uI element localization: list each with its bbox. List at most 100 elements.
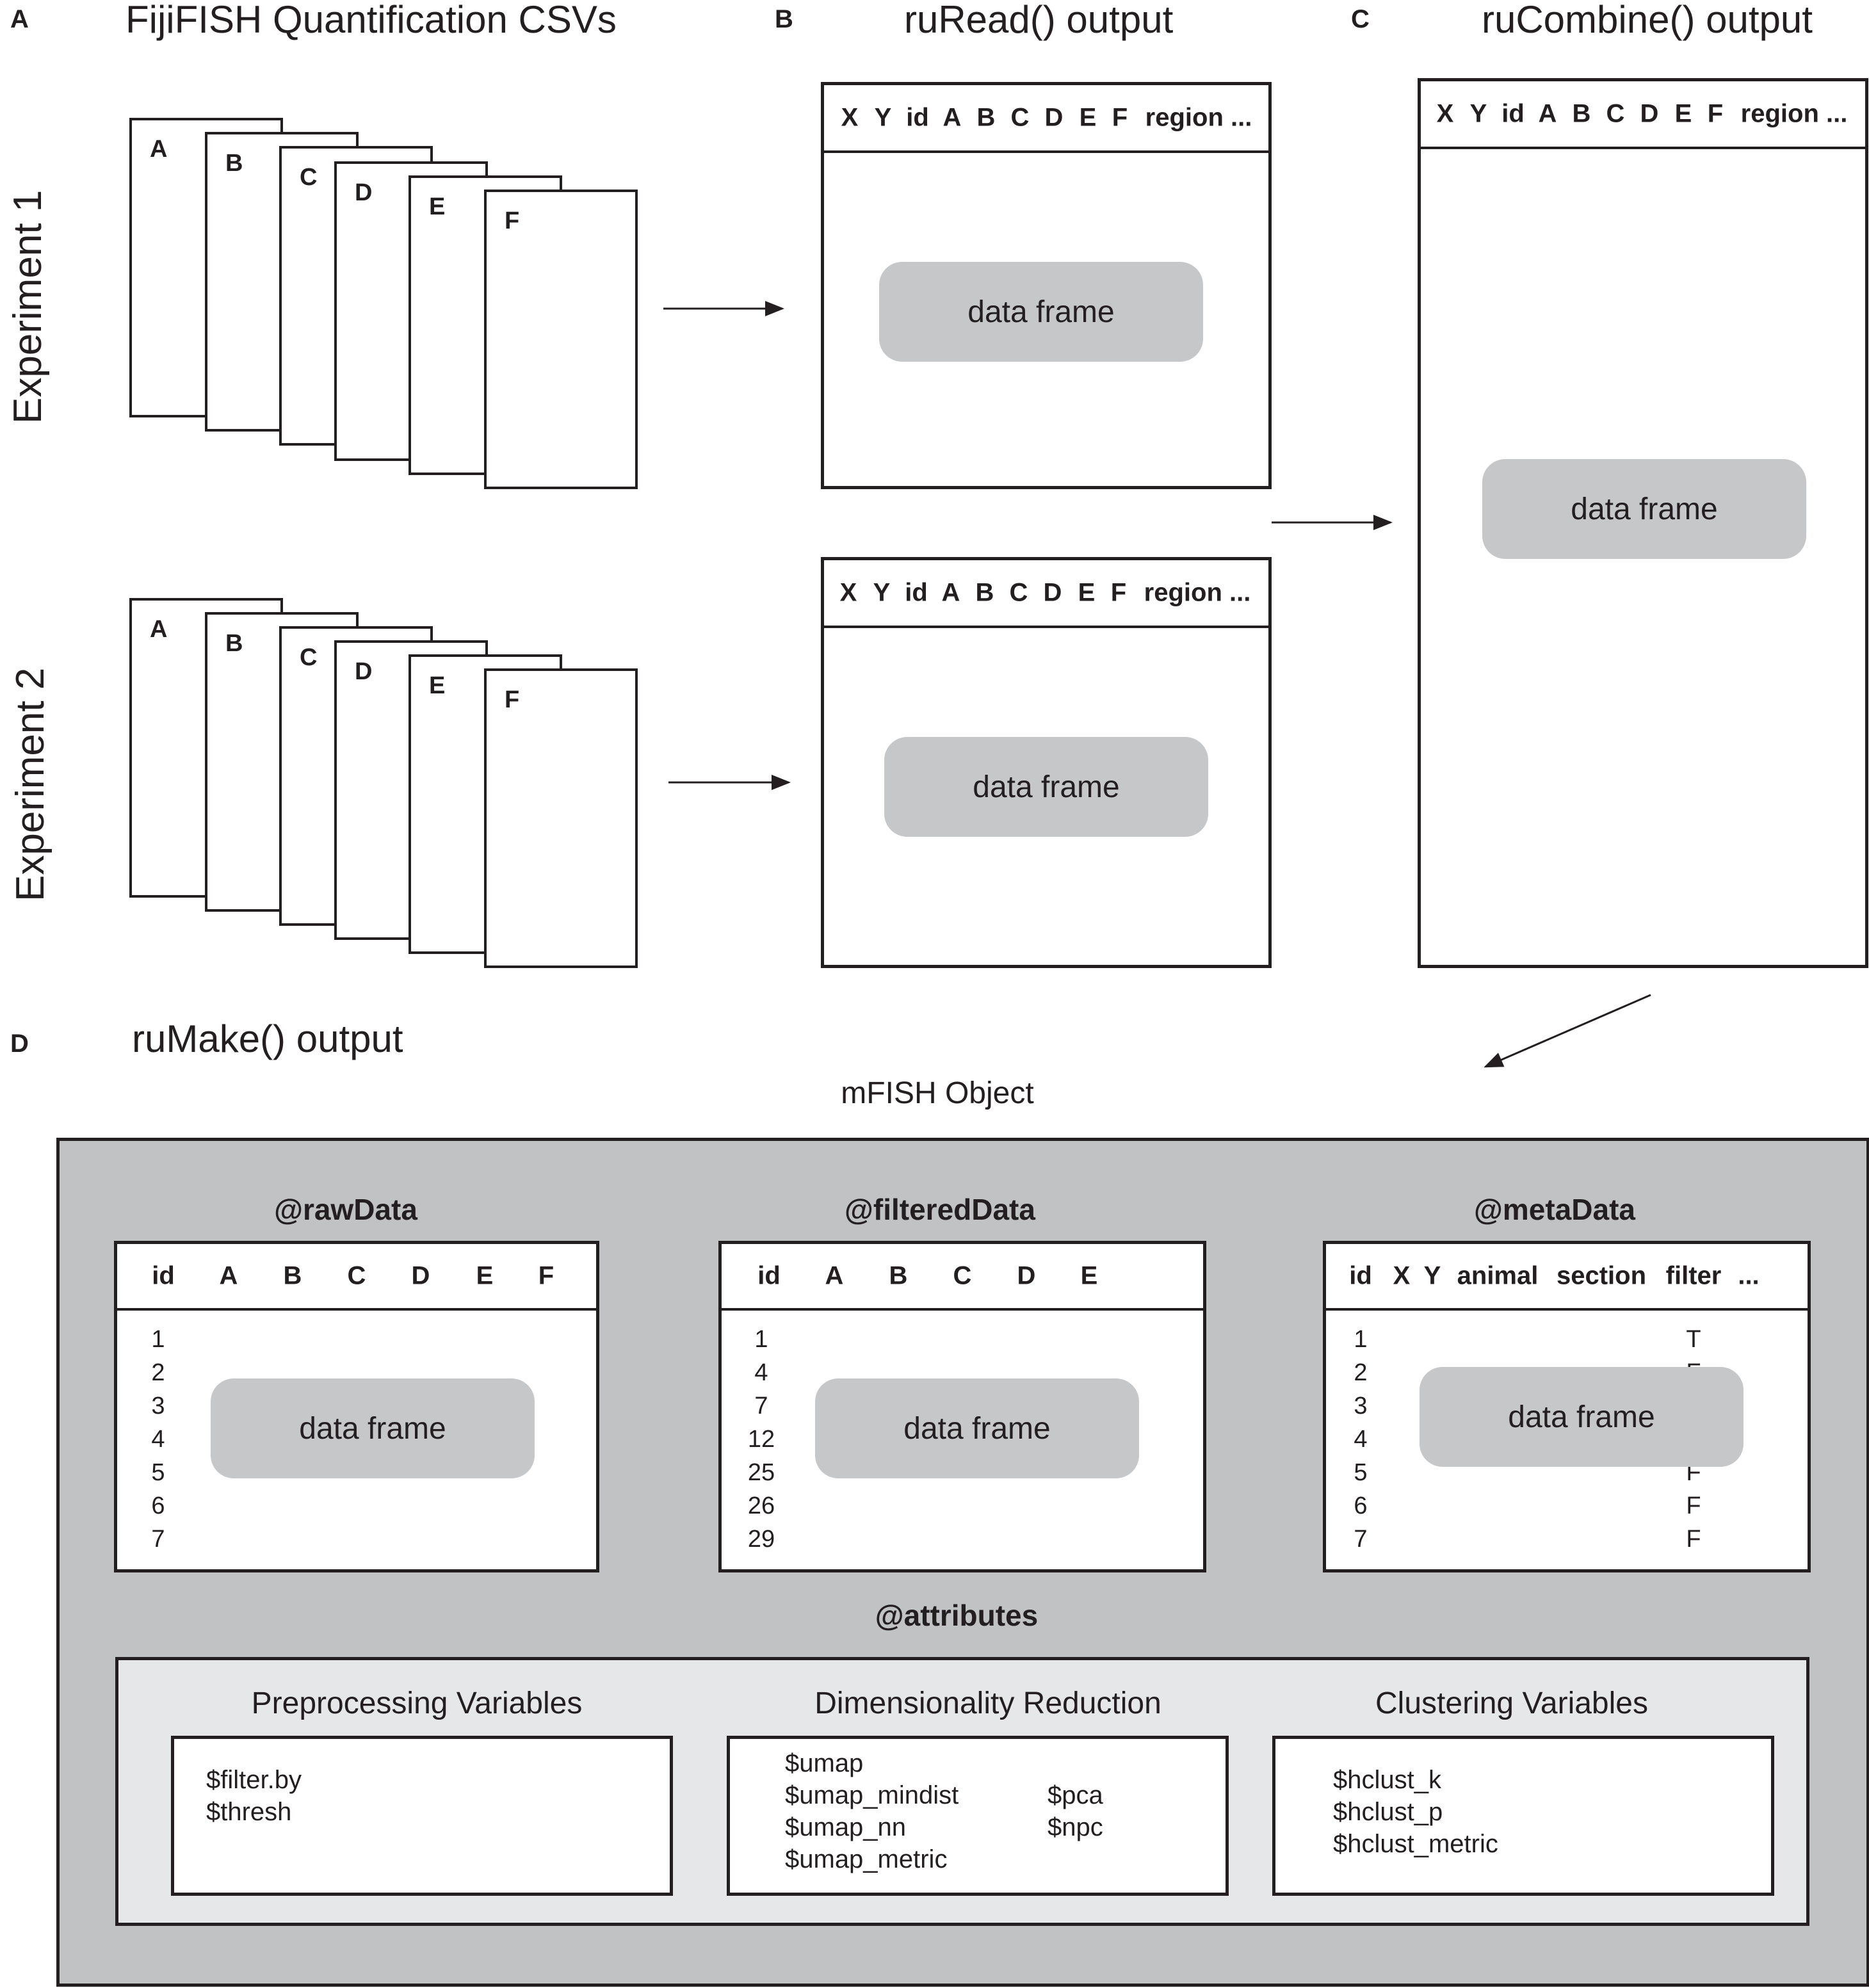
column-header: C xyxy=(1009,578,1028,607)
row-id: 7 xyxy=(151,1526,165,1553)
row-id: 12 xyxy=(747,1426,775,1453)
column-header: F xyxy=(538,1261,554,1290)
preprocessing-box: $filter.by $thresh xyxy=(171,1736,673,1896)
column-header: id xyxy=(757,1261,781,1290)
variable-name: $umap xyxy=(785,1749,864,1777)
csv-card-label: B xyxy=(225,630,243,657)
csv-card-label: E xyxy=(429,193,446,220)
row-id: 5 xyxy=(151,1459,165,1486)
csv-card-label: F xyxy=(505,686,520,713)
row-id: 2 xyxy=(151,1359,165,1386)
clustering-title: Clustering Variables xyxy=(1375,1686,1648,1720)
data-frame-pill: data frame xyxy=(211,1378,535,1478)
rawdata-title: @rawData xyxy=(274,1193,417,1226)
column-header: D xyxy=(1640,99,1659,128)
variable-name: $filter.by xyxy=(206,1766,302,1794)
row-id: 7 xyxy=(1354,1526,1368,1553)
column-header: region ... xyxy=(1145,103,1252,132)
column-header: region ... xyxy=(1740,99,1848,128)
column-header: A xyxy=(219,1261,238,1290)
attributes-panel: Preprocessing Variables Dimensionality R… xyxy=(115,1657,1809,1926)
variable-name: $thresh xyxy=(206,1798,292,1826)
column-header: id xyxy=(152,1261,175,1290)
panel-c-title: ruCombine() output xyxy=(1482,0,1813,41)
csv-card-label: C xyxy=(300,644,318,671)
metadata-title: @metaData xyxy=(1474,1193,1635,1226)
row-id: 26 xyxy=(747,1492,775,1519)
metadata-header: id X Y animal section filter ... xyxy=(1326,1244,1808,1311)
rawdata-header: id A B C D E F xyxy=(117,1244,596,1311)
row-id: 1 xyxy=(1354,1326,1368,1353)
panel-d-title: ruMake() output xyxy=(132,1017,403,1060)
column-header: B xyxy=(1572,99,1591,128)
filter-value: F xyxy=(1686,1492,1701,1519)
variable-name: $umap_mindist xyxy=(785,1781,959,1809)
column-header: D xyxy=(411,1261,430,1290)
ruread-table-2-header: X Y id A B C D E F region ... xyxy=(824,560,1268,628)
flow-arrows xyxy=(663,301,1651,1068)
ruread-table-1: X Y id A B C D E F region ... data frame xyxy=(821,82,1272,489)
column-header: filter xyxy=(1665,1261,1722,1290)
column-header: D xyxy=(1044,103,1064,132)
column-header: E xyxy=(1674,99,1692,128)
row-id: 2 xyxy=(1354,1359,1368,1386)
arrow-rucombine-to-rumake xyxy=(1484,994,1651,1068)
row-id: 1 xyxy=(151,1326,165,1353)
variable-name: $hclust_p xyxy=(1333,1798,1443,1826)
column-header: E xyxy=(1078,578,1096,607)
panel-b-letter: B xyxy=(775,5,793,33)
filtereddata-title: @filteredData xyxy=(845,1193,1035,1226)
column-header: A xyxy=(943,103,962,132)
data-frame-pill: data frame xyxy=(1420,1367,1744,1467)
row-id: 4 xyxy=(151,1426,165,1453)
row-id: 6 xyxy=(1354,1492,1368,1519)
column-header: region ... xyxy=(1144,578,1251,607)
column-header: ... xyxy=(1738,1261,1760,1290)
column-header: Y xyxy=(1469,99,1487,128)
ruread-table-2: X Y id A B C D E F region ... data frame xyxy=(821,557,1272,968)
filter-value: F xyxy=(1686,1526,1701,1553)
variable-name: $hclust_k xyxy=(1333,1766,1441,1794)
filtereddata-header: id A B C D E xyxy=(722,1244,1203,1311)
panel-a-letter: A xyxy=(10,5,29,33)
filtereddata-table: id A B C D E 1 4 7 12 25 26 29 data fram… xyxy=(718,1241,1206,1572)
column-header: F xyxy=(1110,578,1127,607)
csv-card-label: C xyxy=(300,164,318,191)
column-header: A xyxy=(825,1261,844,1290)
row-id: 29 xyxy=(747,1526,775,1553)
column-header: B xyxy=(283,1261,302,1290)
rawdata-table: id A B C D E F 1 2 3 4 5 6 7 data frame xyxy=(114,1241,599,1572)
variable-name: $umap_nn xyxy=(785,1813,907,1841)
metadata-table: id X Y animal section filter ... 1 2 3 4… xyxy=(1323,1241,1811,1572)
row-id: 3 xyxy=(1354,1393,1368,1419)
column-header: D xyxy=(1017,1261,1036,1290)
panel-a-title: FijiFISH Quantification CSVs xyxy=(125,0,617,41)
column-header: Y xyxy=(1423,1261,1441,1290)
column-header: X xyxy=(841,103,859,132)
column-header: A xyxy=(1538,99,1557,128)
column-header: C xyxy=(1010,103,1030,132)
column-header: B xyxy=(976,103,996,132)
column-header: Y xyxy=(874,103,892,132)
column-header: id xyxy=(906,103,929,132)
row-id: 5 xyxy=(1354,1459,1368,1486)
column-header: X xyxy=(1393,1261,1411,1290)
row-id: 6 xyxy=(151,1492,165,1519)
variable-name: $hclust_metric xyxy=(1333,1830,1498,1858)
data-frame-pill: data frame xyxy=(1482,459,1806,559)
data-frame-pill: data frame xyxy=(815,1378,1139,1478)
row-id: 4 xyxy=(1354,1426,1368,1453)
data-frame-pill: data frame xyxy=(884,737,1208,837)
dimred-box: $umap $umap_mindist $umap_nn $umap_metri… xyxy=(727,1736,1229,1896)
mfish-object-label: mFISH Object xyxy=(841,1076,1034,1110)
column-header: id xyxy=(1501,99,1525,128)
column-header: B xyxy=(889,1261,908,1290)
column-header: E xyxy=(476,1261,494,1290)
csv-card-label: A xyxy=(150,136,168,163)
column-header: section xyxy=(1556,1261,1647,1290)
column-header: F xyxy=(1112,103,1128,132)
csv-card-label: B xyxy=(225,150,243,177)
column-header: C xyxy=(953,1261,972,1290)
column-header: Y xyxy=(873,578,891,607)
column-header: B xyxy=(975,578,994,607)
